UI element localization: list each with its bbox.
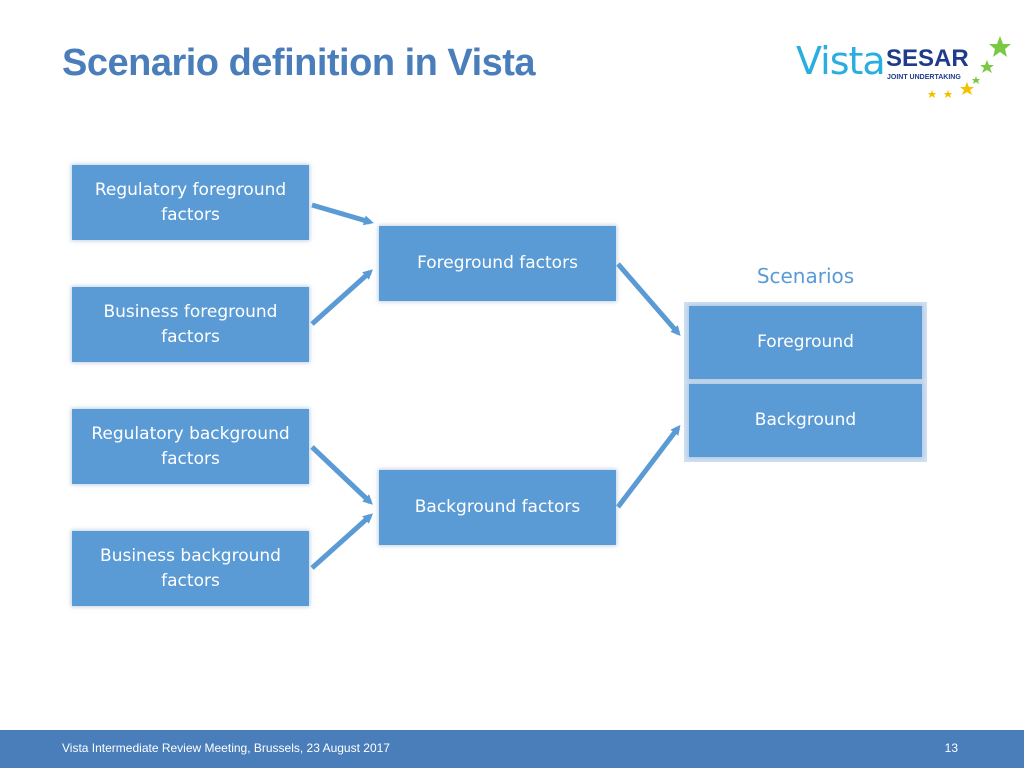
arrow-regfg-to-fg <box>311 202 374 226</box>
box-label: Foreground <box>757 332 854 352</box>
box-label-line1: Regulatory background <box>91 423 290 444</box>
background-factors-box: Background factors <box>379 470 616 545</box>
scenarios-title: Scenarios <box>756 264 855 288</box>
scenario-background-box: Background <box>689 384 922 457</box>
logo-group: Vista SESAR JOINT UNDERTAKING <box>790 30 1020 102</box>
vista-logo: Vista <box>796 39 886 83</box>
arrow-fg-to-scenario <box>616 262 681 337</box>
footer-text: Vista Intermediate Review Meeting, Bruss… <box>62 741 390 755</box>
regulatory-background-factors-box: Regulatory background factors <box>72 409 309 484</box>
arrow-busfg-to-fg <box>310 269 373 326</box>
business-foreground-factors-box: Business foreground factors <box>72 287 309 362</box>
sesar-logo: SESAR <box>886 45 969 72</box>
box-label-line2: factors <box>161 448 220 469</box>
box-label-line1: Business foreground <box>103 301 278 322</box>
arrow-regbg-to-bg <box>310 445 373 505</box>
box-label-line1: Regulatory foreground <box>94 179 287 200</box>
box-label-line1: Business background <box>100 545 281 566</box>
arrow-bg-to-scenario <box>616 424 681 509</box>
sesar-logo-subtitle: JOINT UNDERTAKING <box>887 74 961 81</box>
box-label: Background <box>754 410 857 430</box>
box-label: Foreground factors <box>417 253 578 273</box>
scenario-foreground-box: Foreground <box>689 306 922 379</box>
foreground-factors-box: Foreground factors <box>379 226 616 301</box>
page-number: 13 <box>944 741 958 755</box>
business-background-factors-box: Business background factors <box>72 531 309 606</box>
slide-title: Scenario definition in Vista <box>62 42 536 84</box>
arrow-busbg-to-bg <box>310 513 373 570</box>
sesar-stars-icon <box>928 36 1011 98</box>
box-label: Background factors <box>414 497 581 517</box>
box-label-line2: factors <box>161 326 220 347</box>
footer-bar: Vista Intermediate Review Meeting, Bruss… <box>0 730 1024 768</box>
box-label-line2: factors <box>161 570 220 591</box>
regulatory-foreground-factors-box: Regulatory foreground factors <box>72 165 309 240</box>
box-label-line2: factors <box>161 204 220 225</box>
